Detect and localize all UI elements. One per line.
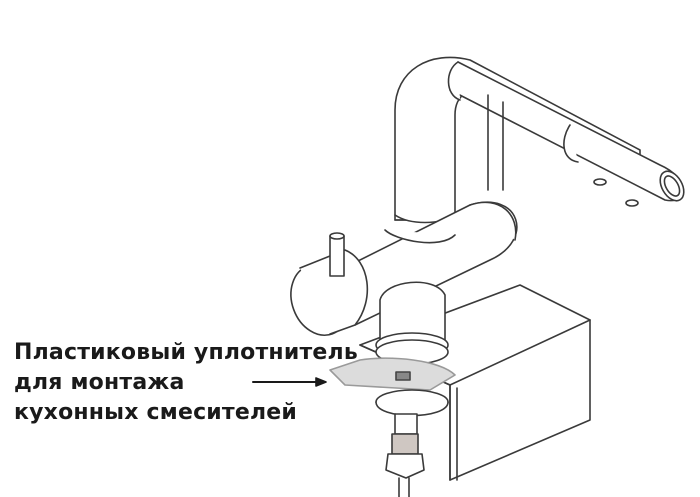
callout-line-2: для монтажа (14, 370, 185, 395)
plastic-seal-gasket (329, 357, 456, 391)
pull-out-spout (447, 61, 685, 207)
callout-arrow (252, 377, 327, 387)
filter-stem (487, 94, 504, 191)
top-mounting-ring (375, 281, 449, 365)
side-handle-lever (290, 249, 369, 336)
callout-line-1: Пластиковый уплотнитель (14, 340, 358, 365)
filter-water-lever (329, 232, 345, 277)
bottom-mounting-ring (375, 389, 449, 435)
hose-connector (385, 433, 425, 497)
callout-line-3: кухонных смесителей (14, 400, 298, 425)
seal-callout-label: Пластиковый уплотнитель для монтажа кухо… (14, 338, 358, 428)
mixer-body (319, 201, 518, 326)
